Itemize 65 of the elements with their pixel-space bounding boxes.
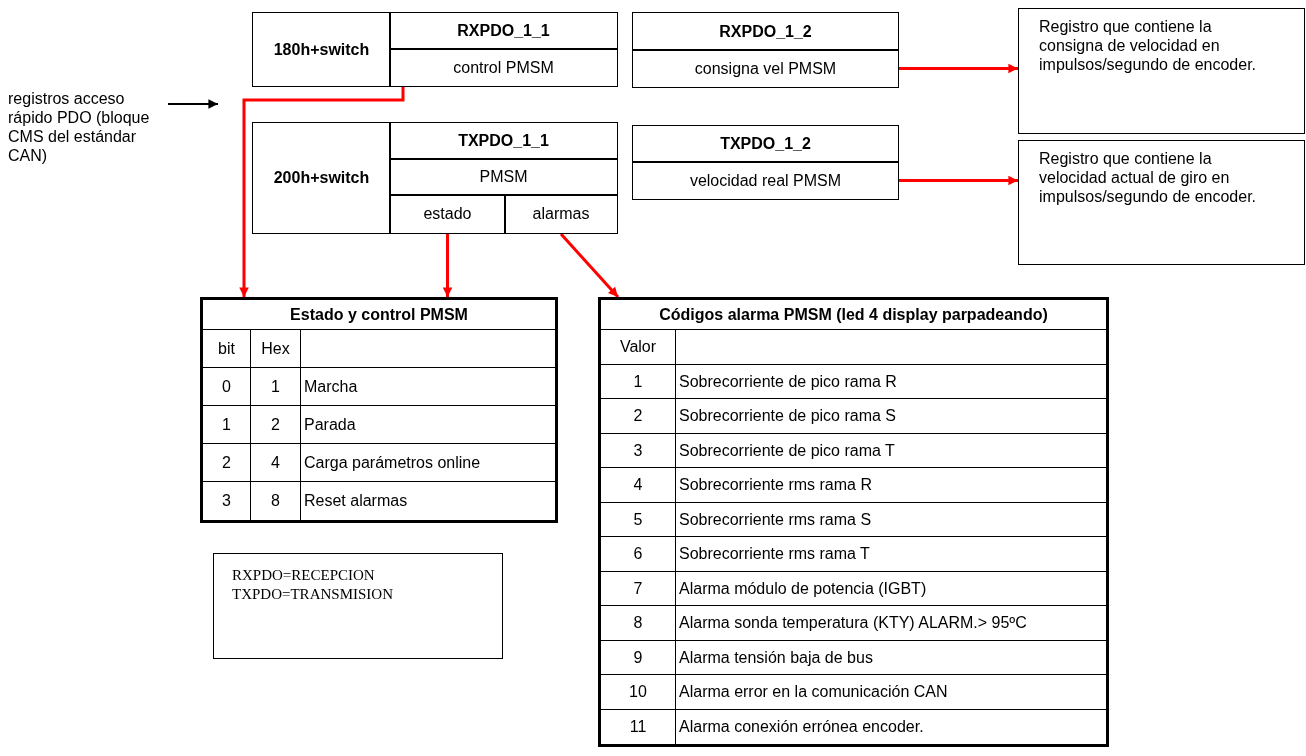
function-text: Reset alarmas [303,491,409,512]
register-header: RXPDO_1_2 [632,12,899,51]
description-box: Registro que contiene la consigna de velocidad en impulsos/segundo de encoder. [1018,8,1305,134]
alarm-description: Sobrecorriente de pico rama R [676,364,1106,399]
column-header: Hex [251,330,301,368]
register-field: estado [389,194,506,234]
function-text: Carga parámetros online [301,444,555,482]
hex-value: 4 [251,444,301,482]
arrow [239,87,405,297]
alarm-description: Alarma tensión baja de bus [676,640,1106,675]
arrow [899,63,1018,74]
alarm-description: Sobrecorriente de pico rama T [676,433,1106,468]
alarm-code: 9 [601,640,676,675]
alarm-code: 3 [601,433,676,468]
alarm-description: Sobrecorriente rms rama T [676,537,1106,572]
register-header: RXPDO_1_1 [389,12,618,50]
function-text: Marcha [301,368,555,406]
data-table [598,297,1109,747]
note-text: RXPDO=RECEPCION [232,566,376,585]
alarm-description: Sobrecorriente de pico rama S [676,399,1106,434]
bit-value: 3 [203,482,251,520]
arrow [167,99,219,109]
alarm-code: 11 [601,709,676,744]
register-header: TXPDO_1_1 [389,122,618,160]
alarm-description: Alarma sonda temperatura (KTY) ALARM.> 95ºC [676,606,1106,641]
alarm-description: Sobrecorriente rms rama S [676,502,1106,537]
register-field: control PMSM [389,48,618,87]
register-field: velocidad real PMSM [632,161,899,200]
alarm-description: Sobrecorriente rms rama R [676,468,1106,503]
alarm-description: Alarma error en la comunicación CAN [676,675,1106,710]
bit-value: 1 [203,406,251,444]
arrow [899,175,1018,186]
bit-value: 0 [203,368,251,406]
register-field: PMSM [389,158,618,196]
alarm-description: Alarma conexión errónea encoder. [678,717,925,738]
table-title: Códigos alarma PMSM (led 4 display parpadeando) [601,300,1106,330]
column-header: Valor [601,330,676,365]
bit-value: 2 [203,444,251,482]
alarm-code: 10 [601,675,676,710]
alarm-code: 4 [601,468,676,503]
note-box [213,553,503,659]
arrow [559,233,620,298]
table-title: Estado y control PMSM [203,300,555,330]
description-box: Registro que contiene la velocidad actual de giro en impulsos/segundo de encoder. [1018,140,1305,265]
alarm-description: Alarma módulo de potencia (IGBT) [676,571,1106,606]
hex-value: 8 [251,482,301,520]
note-text: TXPDO=TRANSMISION [232,584,394,604]
alarm-code: 6 [601,537,676,572]
arrow [442,234,453,297]
alarm-code: 2 [601,399,676,434]
hex-value: 1 [251,368,301,406]
hex-value: 2 [251,406,301,444]
register-key: 180h+switch [252,12,391,87]
alarm-code: 8 [601,606,676,641]
column-header: bit [203,330,251,368]
alarm-code: 7 [601,571,676,606]
alarm-code: 1 [601,364,676,399]
register-field: consigna vel PMSM [632,49,899,88]
function-text: Parada [301,406,555,444]
alarm-code: 5 [601,502,676,537]
annotation-text: registros acceso rápido PDO (bloque CMS del estándar CAN) [8,72,168,182]
data-table [200,297,558,523]
register-field: alarmas [504,194,618,234]
register-header: TXPDO_1_2 [632,125,899,163]
register-key: 200h+switch [252,122,391,234]
